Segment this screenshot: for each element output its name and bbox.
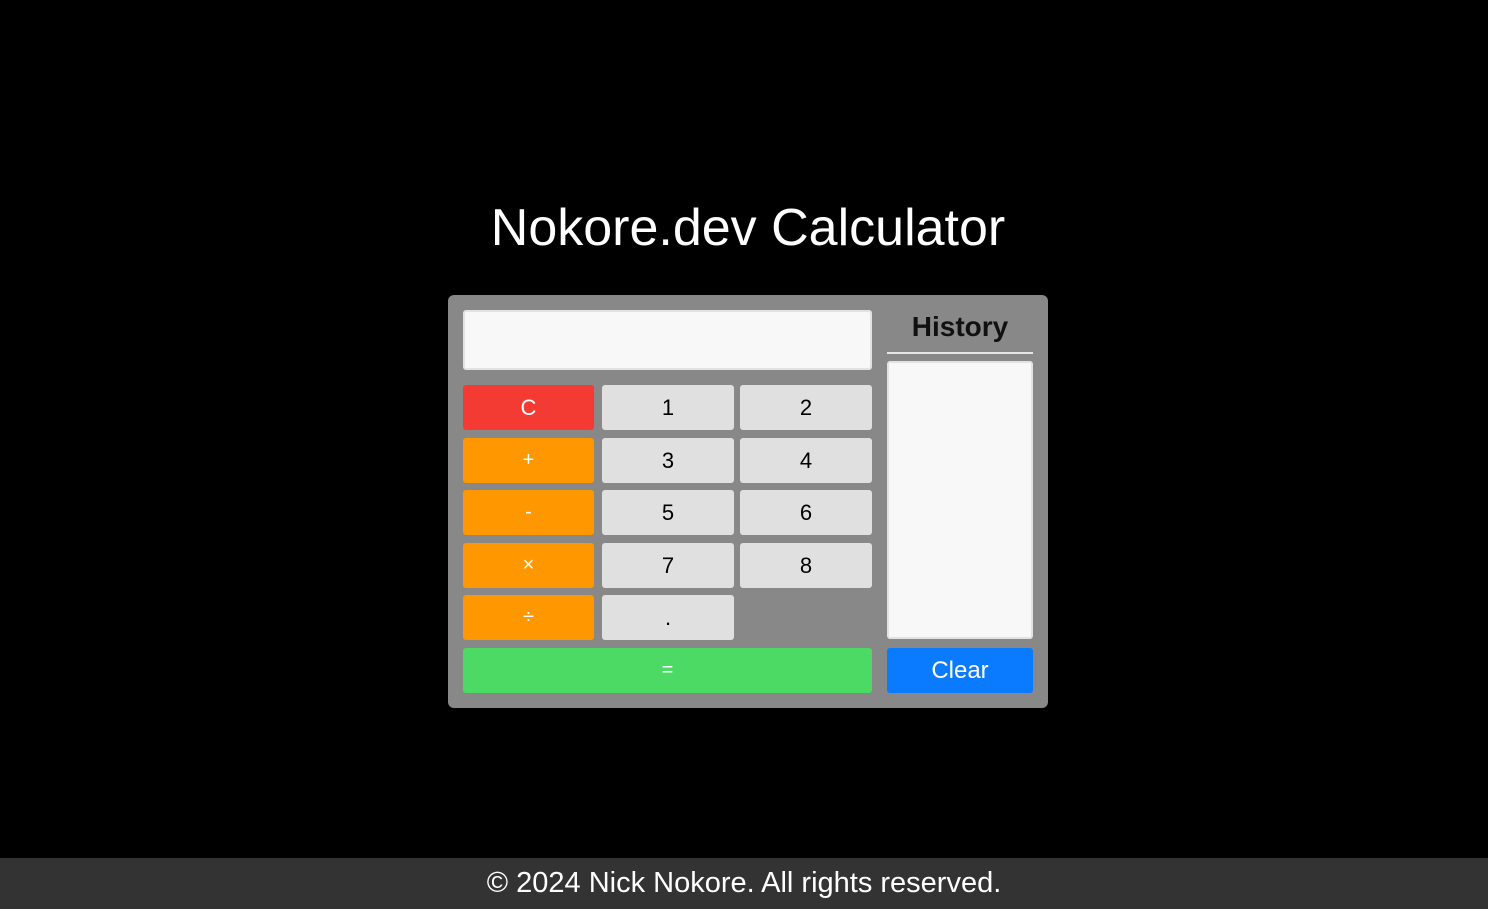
divide-button[interactable]: ÷ (463, 595, 594, 640)
clear-button[interactable]: C (463, 385, 594, 430)
history-list[interactable] (887, 361, 1033, 639)
clear-history-button[interactable]: Clear (887, 648, 1033, 693)
multiply-button[interactable]: × (463, 543, 594, 588)
digit-8-button[interactable]: 8 (740, 543, 872, 588)
digit-6-button[interactable]: 6 (740, 490, 872, 535)
calculator-panel: C 1 2 + 3 4 - 5 6 × 7 8 ÷ . = History Cl… (448, 295, 1048, 708)
digit-2-button[interactable]: 2 (740, 385, 872, 430)
add-button[interactable]: + (463, 438, 594, 483)
digit-3-button[interactable]: 3 (602, 438, 734, 483)
decimal-button[interactable]: . (602, 595, 734, 640)
copyright-text: © 2024 Nick Nokore. All rights reserved. (486, 867, 1002, 899)
history-title: History (911, 311, 1009, 342)
digit-5-button[interactable]: 5 (602, 490, 734, 535)
subtract-button[interactable]: - (463, 490, 594, 535)
history-divider (887, 352, 1033, 354)
calculator-display[interactable] (463, 310, 872, 370)
equals-button[interactable]: = (463, 648, 872, 693)
digit-4-button[interactable]: 4 (740, 438, 872, 483)
digit-7-button[interactable]: 7 (602, 543, 734, 588)
footer: © 2024 Nick Nokore. All rights reserved. (0, 858, 1488, 909)
digit-1-button[interactable]: 1 (602, 385, 734, 430)
page-title: Nokore.dev Calculator (490, 199, 1006, 257)
